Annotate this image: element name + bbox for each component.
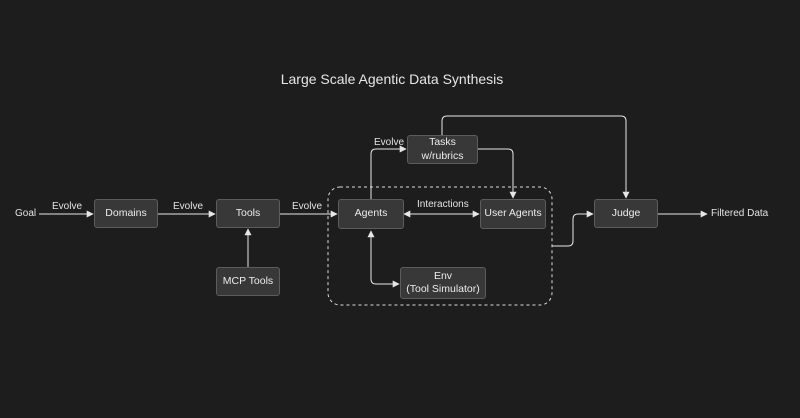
node-tools: Tools [216, 199, 280, 228]
node-env: Env (Tool Simulator) [400, 267, 486, 299]
node-user-agents: User Agents [480, 199, 546, 229]
node-mcp-tools: MCP Tools [216, 267, 280, 296]
arrow-tasks-to-user-agents [478, 148, 517, 199]
arrow-group-to-judge [552, 210, 594, 247]
diagram-title: Large Scale Agentic Data Synthesis [280, 71, 504, 87]
node-agents: Agents [338, 199, 404, 229]
label-evolve-tools-agents: Evolve [292, 201, 323, 212]
label-interactions: Interactions [417, 199, 469, 210]
arrow-agents-env [367, 230, 400, 288]
arrow-agents-to-tasks [370, 145, 407, 199]
label-evolve-domains-tools: Evolve [173, 201, 204, 212]
arrow-tasks-to-judge [441, 115, 630, 199]
node-domains: Domains [94, 199, 158, 228]
label-filtered-data: Filtered Data [711, 208, 769, 219]
node-tasks: Tasks w/rubrics [407, 135, 478, 164]
label-goal: Goal [15, 208, 37, 219]
label-evolve-agents-tasks: Evolve [374, 137, 405, 148]
node-judge: Judge [594, 199, 658, 228]
label-evolve-goal-domains: Evolve [52, 201, 83, 212]
